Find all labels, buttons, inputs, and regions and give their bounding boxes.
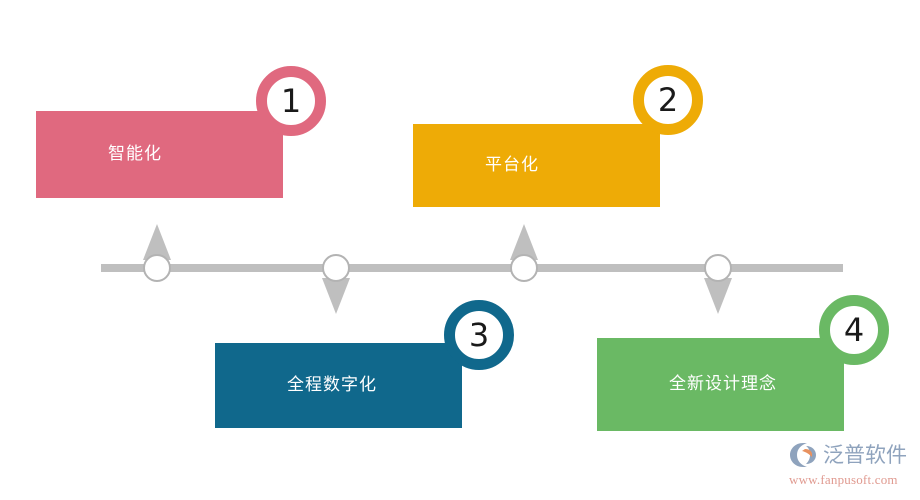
step-number-1: 1 xyxy=(280,82,302,120)
step-number-2: 2 xyxy=(657,81,679,119)
step-label-3: 全程数字化 xyxy=(287,375,377,395)
watermark-brand-row: 泛普软件 xyxy=(789,441,915,469)
step-box-4[interactable]: 全新设计理念 xyxy=(597,338,844,431)
step-badge-4[interactable]: 4 xyxy=(819,295,889,365)
step-box-3[interactable]: 全程数字化 xyxy=(215,343,462,428)
watermark-brand-text: 泛普软件 xyxy=(823,443,907,467)
step-badge-3[interactable]: 3 xyxy=(444,300,514,370)
step-box-1[interactable]: 智能化 xyxy=(36,111,283,198)
timeline-node-3[interactable] xyxy=(510,254,538,282)
timeline-node-1[interactable] xyxy=(143,254,171,282)
step-number-3: 3 xyxy=(468,316,490,354)
step-box-2[interactable]: 平台化 xyxy=(413,124,660,207)
timeline-arrow-down-4 xyxy=(704,278,732,314)
fanpusoft-logo-icon xyxy=(790,443,816,467)
timeline-node-4[interactable] xyxy=(704,254,732,282)
step-badge-1[interactable]: 1 xyxy=(256,66,326,136)
step-label-2: 平台化 xyxy=(485,155,539,175)
watermark-url-text: www.fanpusoft.com xyxy=(789,472,898,487)
timeline-node-2[interactable] xyxy=(322,254,350,282)
timeline-bar xyxy=(101,264,843,272)
step-badge-2[interactable]: 2 xyxy=(633,65,703,135)
timeline-arrow-down-2 xyxy=(322,278,350,314)
step-label-1: 智能化 xyxy=(108,144,162,164)
step-label-4: 全新设计理念 xyxy=(669,374,777,394)
watermark-logo: 泛普软件 www.fanpusoft.com xyxy=(789,441,915,491)
step-number-4: 4 xyxy=(843,311,865,349)
